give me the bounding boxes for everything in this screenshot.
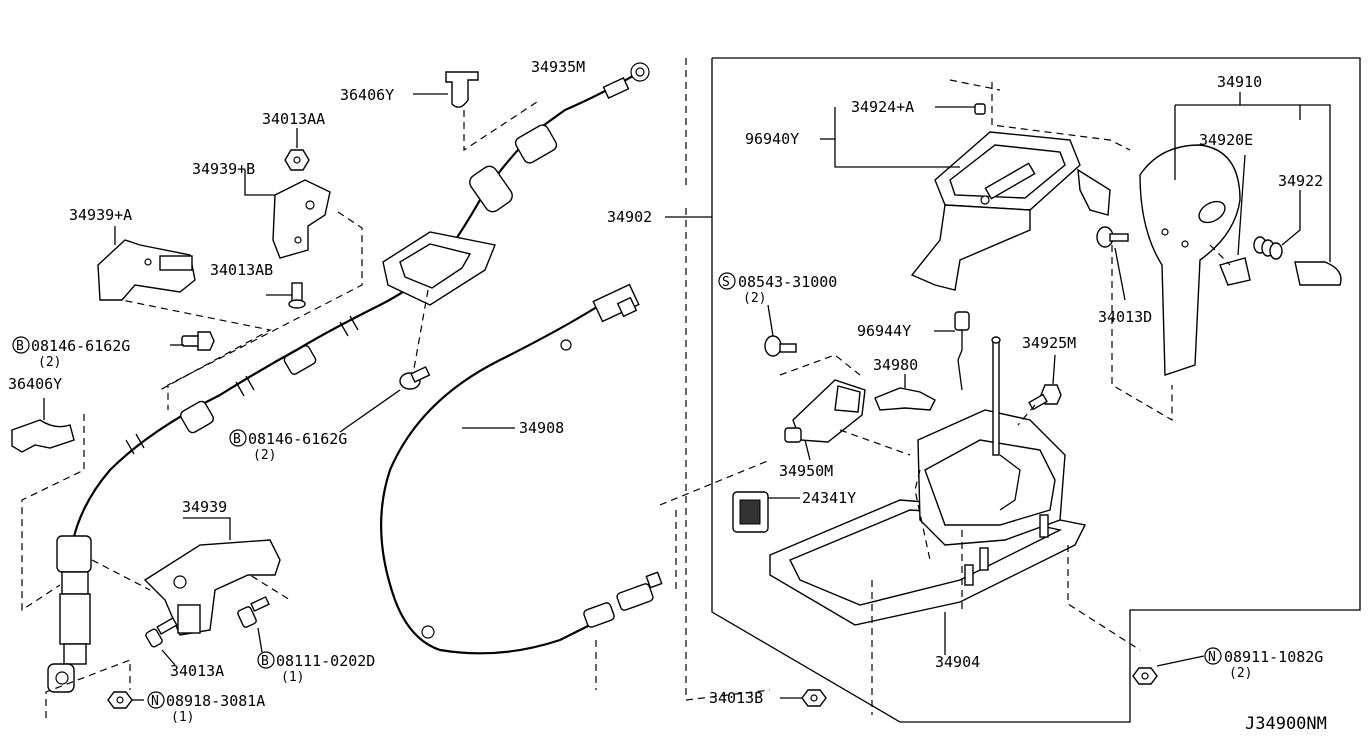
label-34904: 34904: [935, 653, 980, 671]
label-34902: 34902: [607, 208, 652, 226]
label-08146-top-code: 08146-6162G: [31, 337, 130, 355]
harness-34908: [380, 283, 663, 655]
label-34920E: 34920E: [1199, 131, 1253, 149]
label-08146-mid: B 08146-6162G (2): [229, 429, 347, 463]
label-34910: 34910: [1217, 73, 1262, 91]
label-08543-code: 08543-31000: [738, 273, 837, 291]
shifter-base-34904: [769, 336, 1141, 715]
label-24341Y: 24341Y: [802, 489, 856, 507]
nut-34013AA: [284, 128, 310, 171]
label-34980: 34980: [873, 356, 918, 374]
indicator-cover: [820, 79, 1131, 291]
label-34013A: 34013A: [170, 662, 224, 680]
label-08146-mid-code: 08146-6162G: [248, 430, 347, 448]
label-34013D: 34013D: [1098, 308, 1152, 326]
knob-34910: [1111, 92, 1342, 422]
label-08911: N 08911-1082G (2): [1204, 647, 1323, 681]
nut-symbol: N: [1208, 650, 1216, 665]
label-34935M: 34935M: [531, 58, 585, 76]
label-08918-qty: (1): [171, 710, 194, 725]
label-08918: N 08918-3081A (1): [147, 691, 265, 725]
bracket-34939A: [97, 226, 196, 301]
bulb-96944Y: [934, 311, 970, 391]
clip-36406Y-left: [11, 398, 75, 453]
label-08146-top-qty: (2): [38, 355, 61, 370]
label-08543: S 08543-31000 (2): [718, 272, 837, 306]
label-08543-qty: (2): [743, 291, 766, 306]
label-08111: B 08111-0202D (1): [257, 651, 375, 685]
screw-34013D: [1096, 226, 1129, 301]
bracket-34939: [143, 517, 281, 636]
nut-symbol: N: [151, 694, 159, 709]
grommet-24341Y: [732, 491, 800, 533]
labels: 34935M 36406Y 34013AA 34939+B 34939+A 34…: [8, 58, 1327, 734]
label-34013AA: 34013AA: [262, 110, 325, 128]
switch-34950M: [779, 354, 911, 461]
bolt-34925M: [1017, 354, 1062, 426]
label-08146-mid-qty: (2): [253, 448, 276, 463]
label-34939: 34939: [182, 498, 227, 516]
label-08111-qty: (1): [281, 670, 304, 685]
clip-36406Y-top: [413, 71, 479, 108]
nut-34013B: [780, 689, 827, 707]
bolt-symbol: B: [233, 432, 241, 447]
label-08911-code: 08911-1082G: [1224, 648, 1323, 666]
guide-lines-harness: [595, 208, 771, 701]
label-34950M: 34950M: [779, 462, 833, 480]
guide-lines-left: [21, 58, 687, 718]
label-34924A: 34924+A: [851, 98, 914, 116]
label-08918-code: 08918-3081A: [166, 692, 265, 710]
screw-symbol: S: [722, 275, 730, 290]
bolt-08146-top: [170, 331, 215, 351]
label-34939B: 34939+B: [192, 160, 255, 178]
connector-34980: [874, 374, 936, 411]
nut-08911: [1132, 655, 1205, 685]
bolt-08146-mid: [339, 366, 431, 433]
label-34922: 34922: [1278, 172, 1323, 190]
label-96940Y: 96940Y: [745, 130, 799, 148]
label-36406Y-left: 36406Y: [8, 375, 62, 393]
label-34013AB: 34013AB: [210, 261, 273, 279]
label-34013B: 34013B: [709, 689, 763, 707]
bolt-34013AB: [266, 282, 306, 309]
label-08911-qty: (2): [1229, 666, 1252, 681]
nut-08918: [107, 691, 144, 709]
bracket-34939B: [244, 170, 331, 259]
label-34908: 34908: [519, 419, 564, 437]
bolt-34013A: [145, 617, 178, 666]
label-96944Y: 96944Y: [857, 322, 911, 340]
label-36406Y-top: 36406Y: [340, 86, 394, 104]
label-34925M: 34925M: [1022, 334, 1076, 352]
label-08111-code: 08111-0202D: [276, 652, 375, 670]
label-08146-top: B 08146-6162G (2): [12, 336, 130, 370]
bolt-08111: [237, 596, 270, 653]
bolt-symbol: B: [261, 654, 269, 669]
label-34939A: 34939+A: [69, 206, 132, 224]
shift-cable-34935M: [47, 62, 650, 693]
bolt-symbol: B: [16, 339, 24, 354]
screw-08543: [764, 304, 797, 357]
assembly-frame: [711, 57, 1361, 723]
diagram-id: J34900NM: [1245, 714, 1327, 734]
